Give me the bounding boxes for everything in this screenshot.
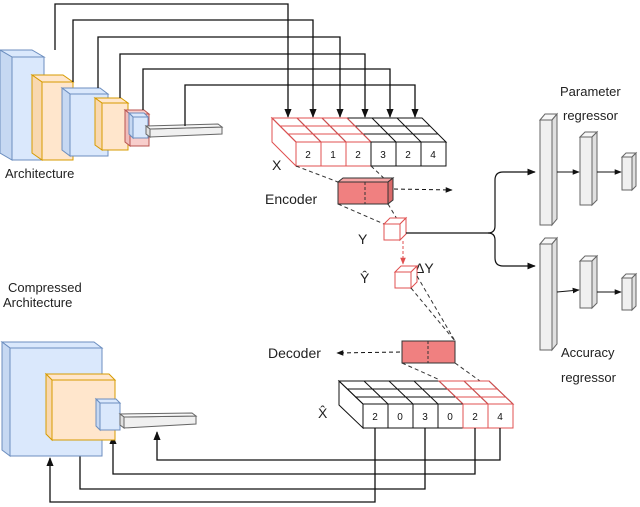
acc-label-line1: Accuracy [561,345,615,360]
compressed-label-line2: Architecture [3,295,72,310]
architecture-stack [0,49,224,161]
x-cell-3: 2 [355,150,361,161]
accuracy-regressor [538,236,638,352]
x-hat-cell-1: 2 [372,412,378,423]
x-hat-cell-4: 0 [447,412,453,423]
encoder-block [336,176,395,206]
decoder-label: Decoder [268,345,321,361]
param-layer-1 [538,112,559,227]
x-cell-4: 3 [380,150,386,161]
acc-arrow-1 [556,287,580,294]
x-cell-2: 1 [330,150,336,161]
y-latent-cube [382,216,408,242]
compressed-layer-3 [94,397,122,432]
param-label-line1: Parameter [560,84,621,99]
bottom-connectors [46,428,501,503]
decoder-arrow [336,350,401,356]
encoder-projection [295,165,401,225]
acc-layer-3 [620,272,638,312]
x-hat-cell-6: 4 [497,412,503,423]
x-label: X [272,157,282,173]
y-label: Y [358,231,368,247]
x-cell-5: 2 [405,150,411,161]
x-hat-label: X̂ [318,405,328,421]
x-hat-cell-5: 2 [472,412,478,423]
top-connectors [54,3,419,126]
parameter-regressor [538,112,638,227]
architecture-label: Architecture [5,166,74,181]
compressed-dense-bar [118,412,198,429]
encoder-label: Encoder [265,191,317,207]
param-layer-3 [620,151,638,192]
y-hat-label: Ŷ [360,270,370,286]
acc-label-line2: regressor [561,370,617,385]
x-hat-cells [362,403,514,429]
decoder-block [401,340,456,364]
arch-layer-6 [127,111,150,140]
x-cells [295,141,447,167]
x-cell-1: 2 [305,150,311,161]
x-hat-cell-3: 3 [422,412,428,423]
x-hat-encoding-block: 2 0 3 0 2 4 [337,379,515,430]
param-label-line2: regressor [563,108,619,123]
acc-layer-2 [578,254,599,310]
arch-layer-4 [93,97,130,151]
x-encoding-block: 2 1 2 3 2 4 [270,116,448,168]
arch-dense-bar [144,123,224,138]
y-hat-cube [393,264,419,290]
compressed-label-line1: Compressed [8,280,82,295]
x-cell-6: 4 [430,150,436,161]
param-layer-2 [578,130,599,207]
encoder-arrow [393,187,453,193]
y-to-regressors [406,168,536,270]
compressed-architecture-stack [0,341,198,457]
x-hat-cell-2: 0 [397,412,403,423]
acc-layer-1 [538,236,559,352]
delta-y-label: ΔY [415,260,434,276]
